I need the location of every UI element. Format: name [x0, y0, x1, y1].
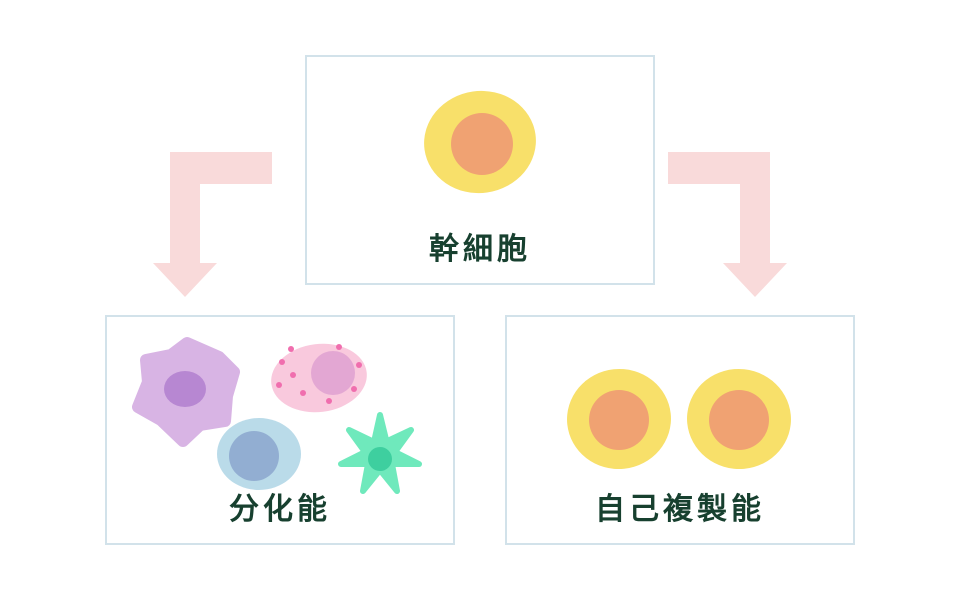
green-cell-nucleus: [368, 447, 392, 471]
self-renewal-label: 自己複製能: [595, 492, 765, 527]
self-renewal-illustration: [567, 368, 791, 470]
arrow-down-right-icon: [668, 152, 787, 297]
pink-cell-nucleus: [311, 351, 355, 395]
differentiation-box: 分化能: [105, 315, 455, 545]
purple-cell-nucleus: [164, 371, 206, 407]
renewal-cell-nucleus-left: [589, 390, 649, 450]
stem-cell-box: 幹細胞: [305, 55, 655, 285]
pink-cell-dots: [276, 344, 362, 404]
arrow-down-left-icon: [153, 152, 272, 297]
stem-cell-illustration: [424, 90, 536, 194]
blue-cell-nucleus: [229, 431, 279, 481]
differentiation-label: 分化能: [229, 492, 331, 527]
self-renewal-box: 自己複製能: [505, 315, 855, 545]
stem-cell-nucleus: [451, 113, 513, 175]
stem-cell-label: 幹細胞: [429, 232, 531, 267]
differentiated-cells-illustration: [132, 337, 422, 494]
renewal-cell-nucleus-right: [709, 390, 769, 450]
